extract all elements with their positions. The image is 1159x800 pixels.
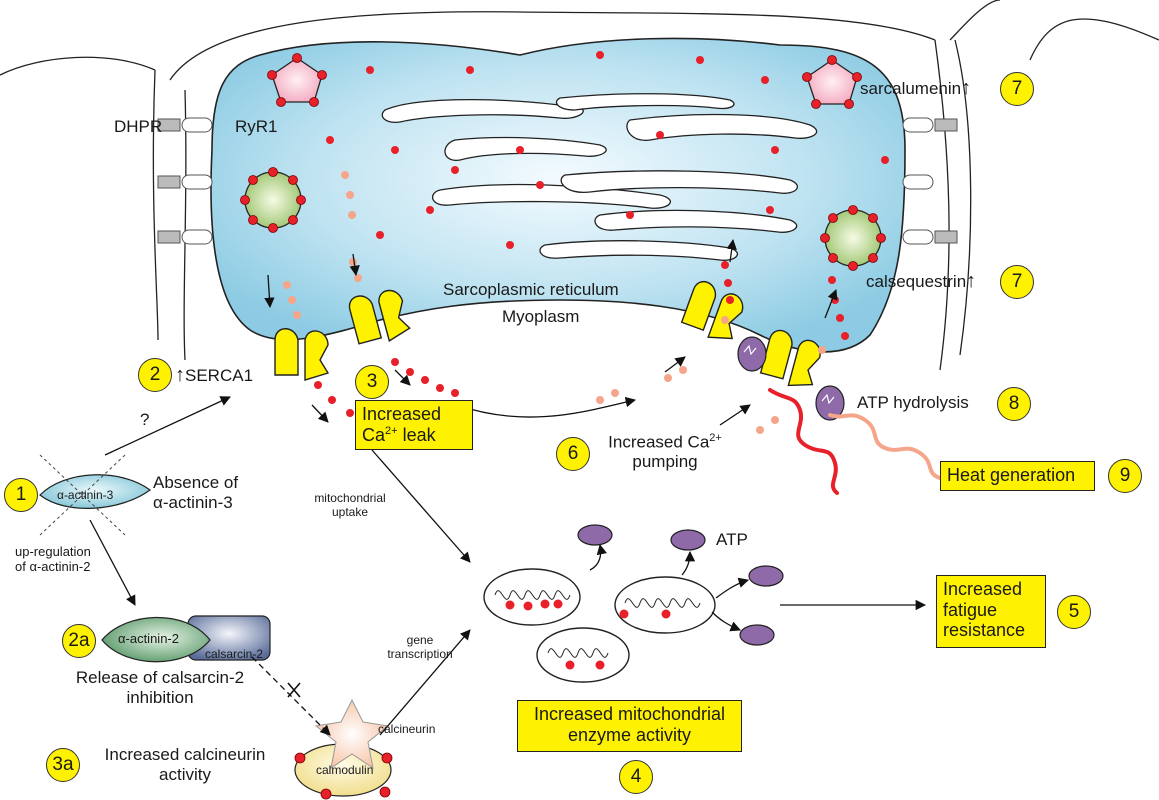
sr-label: Sarcoplasmic reticulum <box>443 280 619 299</box>
calmodulin-label: calmodulin <box>316 763 374 777</box>
dhpr-ryr1-right <box>902 117 958 245</box>
heat-waves <box>768 388 942 495</box>
calsequestrin-protein-right <box>820 205 886 271</box>
mitochondria-cristae <box>494 590 701 658</box>
calsarcin-2-label: calsarcin-2 <box>205 647 264 661</box>
step-6: 6 <box>556 437 590 471</box>
mitochondria <box>483 568 716 683</box>
step-1: 1 <box>4 478 38 512</box>
step-5: 5 <box>1057 595 1091 629</box>
alpha-actinin-3-shape <box>39 454 152 536</box>
atp-hydrolysis-label: ATP hydrolysis <box>857 393 969 412</box>
calsequestrin-protein-left <box>240 167 306 233</box>
serca-pumps <box>274 280 821 387</box>
sarcalumenin-label: sarcalumenin↑ <box>860 77 972 99</box>
mitochondria-calcium <box>505 599 671 670</box>
ca-leak-line1: Increased <box>362 404 442 424</box>
calcineurin-label: calcineurin <box>378 722 436 736</box>
step-9: 9 <box>1108 459 1142 493</box>
up-arrow-icon: ↑ <box>175 364 185 386</box>
pumping-label: Increased Ca2+ pumping <box>608 432 722 472</box>
myoplasm-label: Myoplasm <box>502 307 580 326</box>
alpha-actinin-2-label: α-actinin-2 <box>118 631 179 646</box>
sarcalumenin-protein-left <box>267 53 327 107</box>
ca-leak-line2: Ca2+ leak <box>362 424 436 445</box>
question-mark: ? <box>140 410 150 429</box>
alpha-actinin-2-complex <box>101 615 271 663</box>
sr-calcium-ions <box>326 51 889 249</box>
calcineurin-calmodulin <box>294 698 393 800</box>
up-arrow-icon: ↑ <box>966 270 977 292</box>
inhibition-cross <box>287 682 301 698</box>
atp-label: ATP <box>716 530 748 549</box>
step-2a: 2a <box>62 624 96 658</box>
atp-molecules <box>577 524 784 646</box>
calcium-flux-dots <box>283 171 849 434</box>
ryr1-label: RyR1 <box>235 117 278 136</box>
sarcalumenin-protein-right <box>802 55 862 109</box>
step-2: 2 <box>138 358 172 392</box>
step-3: 3 <box>355 365 389 399</box>
internal-membranes <box>381 93 818 261</box>
step-4: 4 <box>619 760 653 794</box>
dhpr-label: DHPR <box>114 117 163 136</box>
atpase-domains <box>737 336 845 421</box>
arrows <box>89 238 927 736</box>
step-7-sarcalumenin: 7 <box>1000 72 1034 106</box>
step-7-calsequestrin: 7 <box>1000 265 1034 299</box>
heat-generation-box: Heat generation <box>940 461 1095 491</box>
alpha-actinin-3-label: α-actinin-3 <box>57 488 114 502</box>
dhpr-ryr1-left <box>157 117 213 245</box>
step-8: 8 <box>997 387 1031 421</box>
serca1-label: ↑SERCA1 <box>175 364 254 386</box>
step-3a: 3a <box>46 748 80 782</box>
ca-leak-box: Increased Ca2+ leak <box>355 400 473 450</box>
calsequestrin-label: calsequestrin↑ <box>866 270 977 292</box>
up-arrow-icon: ↑ <box>961 77 972 99</box>
